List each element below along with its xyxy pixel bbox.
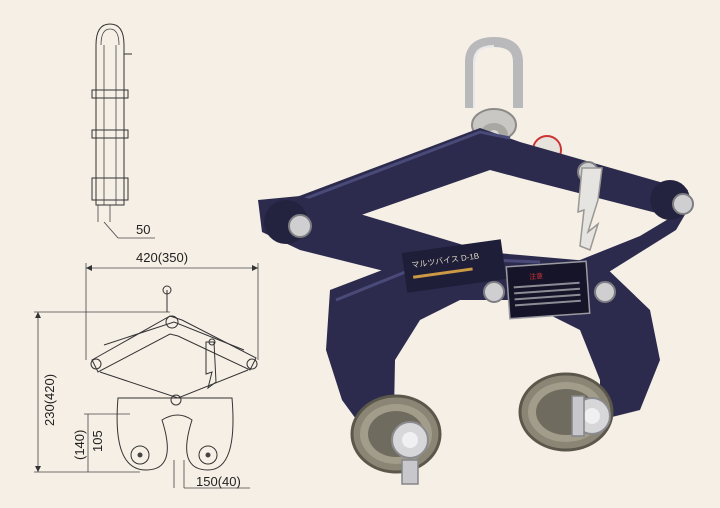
product-photo-clamp: マルツバイス D-1B 注意 [258, 36, 694, 485]
nameplate [401, 239, 507, 293]
height-dimension-label: 230(420) [42, 374, 57, 426]
side-view-drawing: 50 [91, 23, 155, 239]
shackle [465, 36, 523, 108]
right-gear-wheel [518, 372, 614, 452]
jaw-depth-label: 105 [90, 430, 105, 452]
warning-plate-text: 注意 [529, 271, 544, 281]
left-gear-wheel [350, 394, 442, 485]
lock-lever [577, 167, 603, 251]
front-view-drawing: 420(350) 230(420) 105 (140) 150(40) [34, 250, 259, 489]
jaw-depth-alt-label: (140) [72, 430, 87, 460]
upper-arm [262, 128, 688, 240]
width-dimension-label: 420(350) [136, 250, 188, 265]
jaw-opening-label: 150(40) [196, 474, 241, 489]
plate-thickness-label: 50 [136, 222, 150, 237]
